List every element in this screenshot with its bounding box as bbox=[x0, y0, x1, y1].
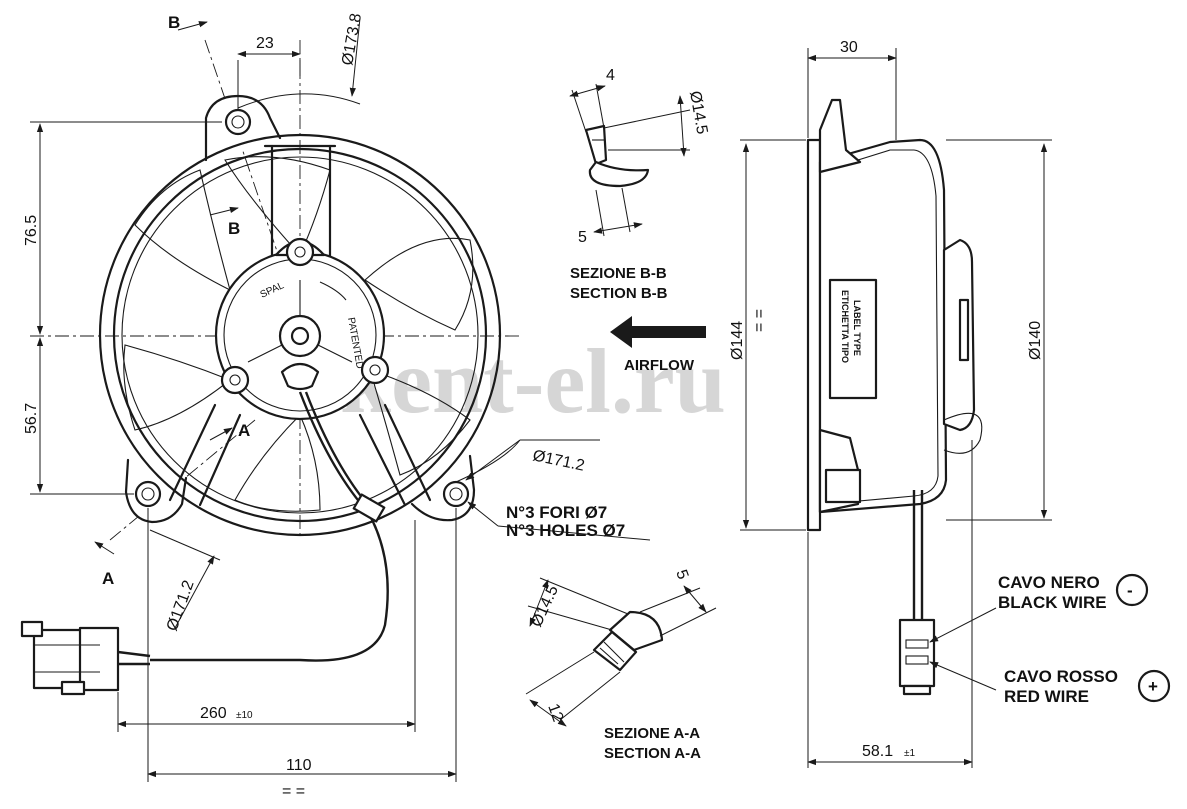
side-ear-top bbox=[818, 98, 862, 174]
connector bbox=[20, 620, 151, 696]
motor-cable bbox=[150, 391, 389, 662]
dim-diameter-right: Ø171.2 bbox=[531, 447, 586, 475]
side-label-box-en: LABEL TYPE bbox=[852, 300, 862, 356]
dim-diameter-top: Ø173.8 bbox=[339, 12, 365, 67]
section-aa: Ø14.5 5 12 SEZIONE A-A SECTION A-A bbox=[525, 568, 717, 762]
mounting-hole-top bbox=[224, 108, 252, 136]
dim-cable-length: 260 bbox=[200, 705, 227, 722]
holes-label-it: N°3 FORI Ø7 bbox=[506, 503, 607, 522]
fan-shroud-inner bbox=[112, 147, 488, 523]
fan-shroud-outer bbox=[98, 133, 502, 537]
side-shroud bbox=[818, 138, 948, 514]
dim-base-width: 110 bbox=[286, 757, 312, 774]
wire-black-en: BLACK WIRE bbox=[998, 593, 1107, 612]
wire-red-it: CAVO ROSSO bbox=[1004, 667, 1118, 686]
mounting-hole-right bbox=[442, 480, 470, 508]
mounting-hole-top-inner bbox=[231, 115, 245, 129]
motor-shaft bbox=[290, 326, 310, 346]
cable-clip bbox=[352, 493, 386, 523]
fan-blades bbox=[123, 156, 474, 512]
airflow-arrow-icon bbox=[610, 316, 706, 348]
section-marker-a-bottom: A bbox=[102, 569, 114, 588]
section-aa-dim-width: 5 bbox=[672, 568, 691, 582]
section-bb-title-it: SEZIONE B-B bbox=[570, 265, 667, 282]
side-dim-height: Ø140 bbox=[1027, 321, 1044, 360]
side-dim-inner-diameter: Ø144 bbox=[729, 321, 746, 360]
side-dim-equal: = = bbox=[751, 309, 768, 332]
side-base-plate bbox=[806, 138, 822, 532]
side-dim-depth: 30 bbox=[840, 39, 858, 56]
dim-top-offset: 23 bbox=[256, 35, 274, 52]
motor-screw-top bbox=[285, 237, 315, 267]
motor-screw-right bbox=[360, 355, 390, 385]
section-marker-b-top: B bbox=[168, 13, 180, 32]
wire-red-en: RED WIRE bbox=[1004, 687, 1089, 706]
section-bb-title-en: SECTION B-B bbox=[570, 285, 668, 302]
section-aa-dim-length: 12 bbox=[544, 702, 566, 725]
mounting-hole-right-inner bbox=[449, 487, 463, 501]
fan-shroud-lip bbox=[121, 156, 479, 514]
side-dim-total-tolerance: ±1 bbox=[904, 748, 915, 759]
wire-terminal bbox=[898, 618, 936, 688]
wire-red-symbol: + bbox=[1148, 677, 1158, 696]
section-bb-dim-depth: 5 bbox=[578, 229, 587, 246]
dim-cable-tolerance: ±10 bbox=[236, 710, 253, 721]
mounting-hole-left-inner bbox=[141, 487, 155, 501]
holes-label-en: N°3 HOLES Ø7 bbox=[506, 521, 625, 540]
wire-black-symbol: - bbox=[1127, 581, 1133, 600]
cable-grommet bbox=[280, 362, 320, 391]
section-bb: 4 Ø14.5 5 SEZIONE B-B SECTION B-B bbox=[569, 67, 710, 302]
side-dim-total-depth: 58.1 bbox=[862, 743, 893, 760]
side-label-box-it: ETICHETTA TIPO bbox=[840, 290, 850, 363]
wire-black-it: CAVO NERO bbox=[998, 573, 1100, 592]
dim-height-upper: 76.5 bbox=[23, 215, 40, 246]
airflow-label: AIRFLOW bbox=[624, 357, 695, 374]
dim-height-lower: 56.7 bbox=[23, 403, 40, 434]
dim-diameter-lower-left: Ø171.2 bbox=[164, 578, 198, 633]
section-bb-dim-diameter: Ø14.5 bbox=[686, 90, 710, 136]
motor-screw-left bbox=[220, 365, 250, 395]
watermark: kent-el.ru bbox=[340, 330, 726, 432]
side-label-box bbox=[828, 278, 878, 400]
mounting-hole-left bbox=[134, 480, 162, 508]
dim-equal-marks: = = bbox=[282, 783, 305, 800]
motor-struts bbox=[168, 144, 432, 507]
section-bb-dim-width: 4 bbox=[606, 67, 615, 84]
section-aa-title-en: SECTION A-A bbox=[604, 745, 701, 762]
section-marker-b-inner: B bbox=[228, 219, 240, 238]
centerline-b-section bbox=[204, 39, 281, 261]
side-view: ETICHETTA TIPO LABEL TYPE 30 Ø144 = = Ø1… bbox=[729, 39, 1171, 768]
airflow-indicator: AIRFLOW bbox=[610, 316, 706, 374]
section-aa-dim-diameter: Ø14.5 bbox=[528, 583, 562, 630]
minus-symbol-icon bbox=[1115, 573, 1149, 607]
plus-symbol-icon bbox=[1137, 669, 1171, 703]
section-aa-title-it: SEZIONE A-A bbox=[604, 725, 700, 742]
section-marker-a-inner: A bbox=[238, 421, 250, 440]
